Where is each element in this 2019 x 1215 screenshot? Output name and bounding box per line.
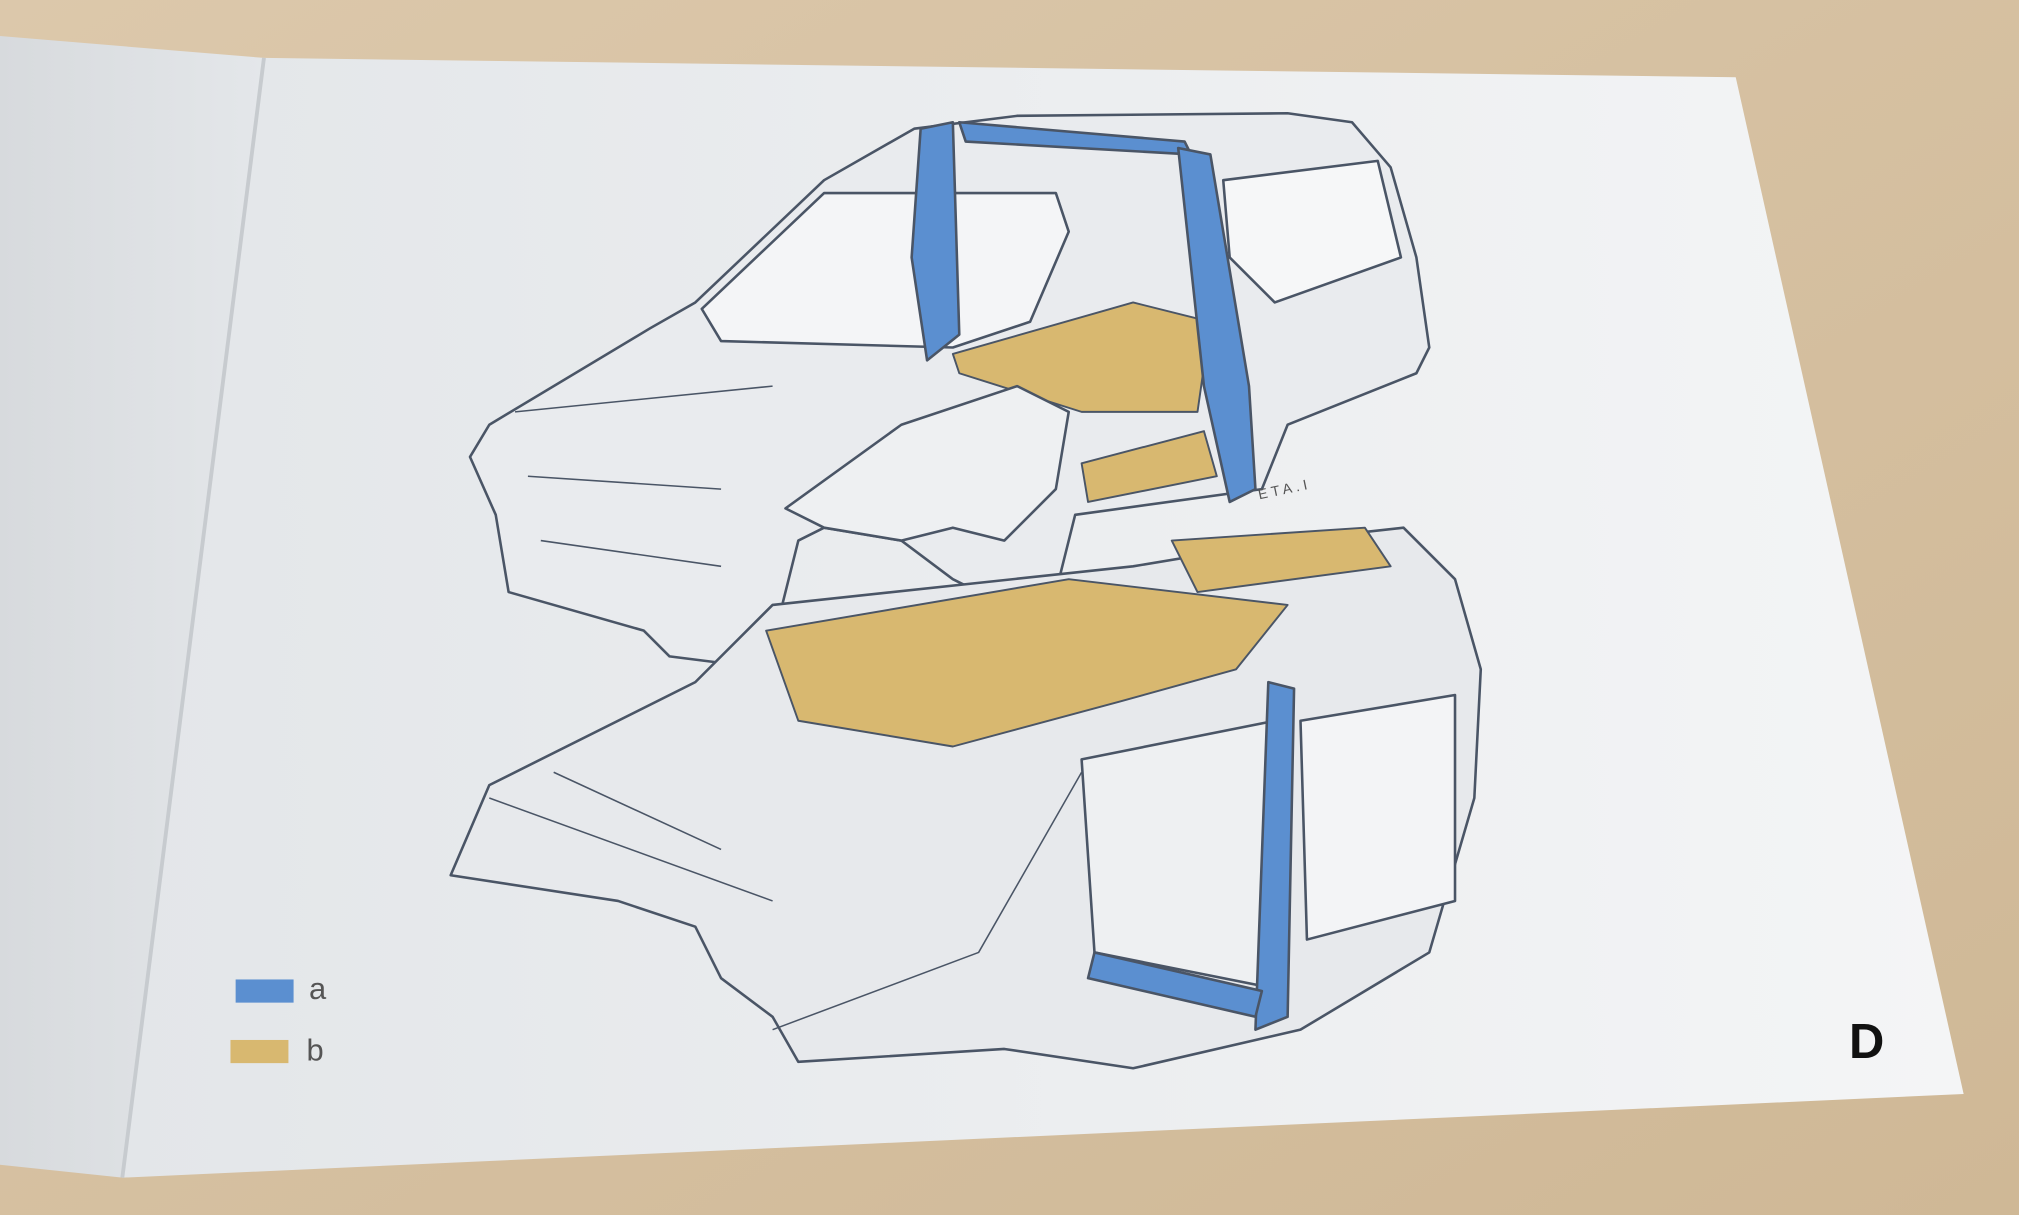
lower-body-shell: [449, 526, 1483, 1070]
legend-swatch-a: [235, 979, 294, 1003]
upper-body-shell: [468, 111, 1431, 665]
legend-label-a: a: [309, 971, 327, 1006]
legend-label-b: b: [306, 1033, 323, 1068]
left-page: [0, 36, 264, 1178]
page-fold: [120, 57, 266, 1178]
legend-swatch-b: [230, 1039, 289, 1064]
page-letter: D: [1849, 1015, 1884, 1069]
legend: a b: [230, 971, 327, 1068]
